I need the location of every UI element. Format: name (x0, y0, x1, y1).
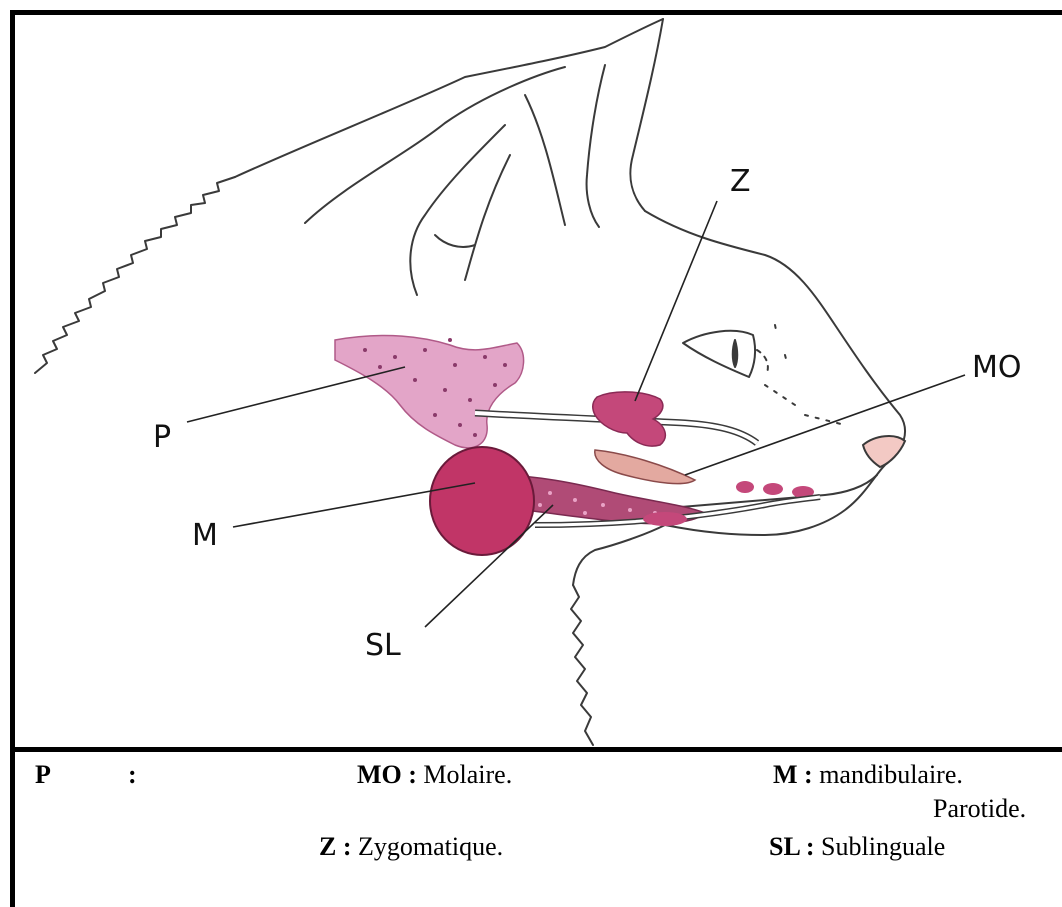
legend-table: P : MO : Molaire. M : mandibulaire. Paro… (10, 747, 1062, 907)
ear-inner-1 (410, 125, 505, 295)
neck-fur-line (35, 177, 235, 373)
ear-inner-4 (465, 155, 510, 280)
whisker-dots (765, 325, 845, 425)
cat-salivary-gland-diagram: Z P M SL MO (10, 10, 1062, 754)
eye-pupil (733, 340, 738, 367)
throat-line (573, 525, 665, 585)
lip-dots (736, 481, 814, 498)
ear-outer-right (630, 19, 663, 211)
legend-p-abbr: P (35, 760, 51, 790)
legend-mo: MO : Molaire. (357, 760, 512, 790)
eye-outline (683, 331, 755, 377)
leader-line-p (187, 367, 405, 422)
molar-gland (595, 450, 695, 484)
diagram-canvas: Z P M SL MO (10, 10, 1062, 754)
label-p: P (153, 420, 171, 455)
legend-m: M : mandibulaire. (773, 760, 963, 790)
zygomatic-gland (593, 392, 666, 446)
neck-front-fur (571, 585, 593, 745)
sublingual-lobe (643, 512, 687, 526)
ear-inner-3 (587, 65, 605, 227)
back-contour (235, 19, 663, 177)
legend-sl: SL : Sublinguale (769, 832, 945, 862)
label-sl: SL (365, 628, 401, 663)
leader-lines (187, 201, 965, 627)
eye-lid-line (757, 350, 768, 373)
parotid-gland (335, 336, 524, 448)
nose-shape (863, 436, 905, 467)
ear-inner-2 (525, 95, 565, 225)
legend-p-separator: : (128, 760, 137, 790)
leader-line-mo (685, 375, 965, 475)
label-z: Z (730, 164, 751, 199)
ear-inner-5 (435, 235, 475, 247)
legend-z: Z : Zygomatique. (319, 832, 503, 862)
label-mo: MO (972, 350, 1022, 385)
label-m: M (192, 518, 218, 553)
legend-p-name: Parotide. (933, 794, 1026, 824)
leader-line-z (635, 201, 717, 401)
